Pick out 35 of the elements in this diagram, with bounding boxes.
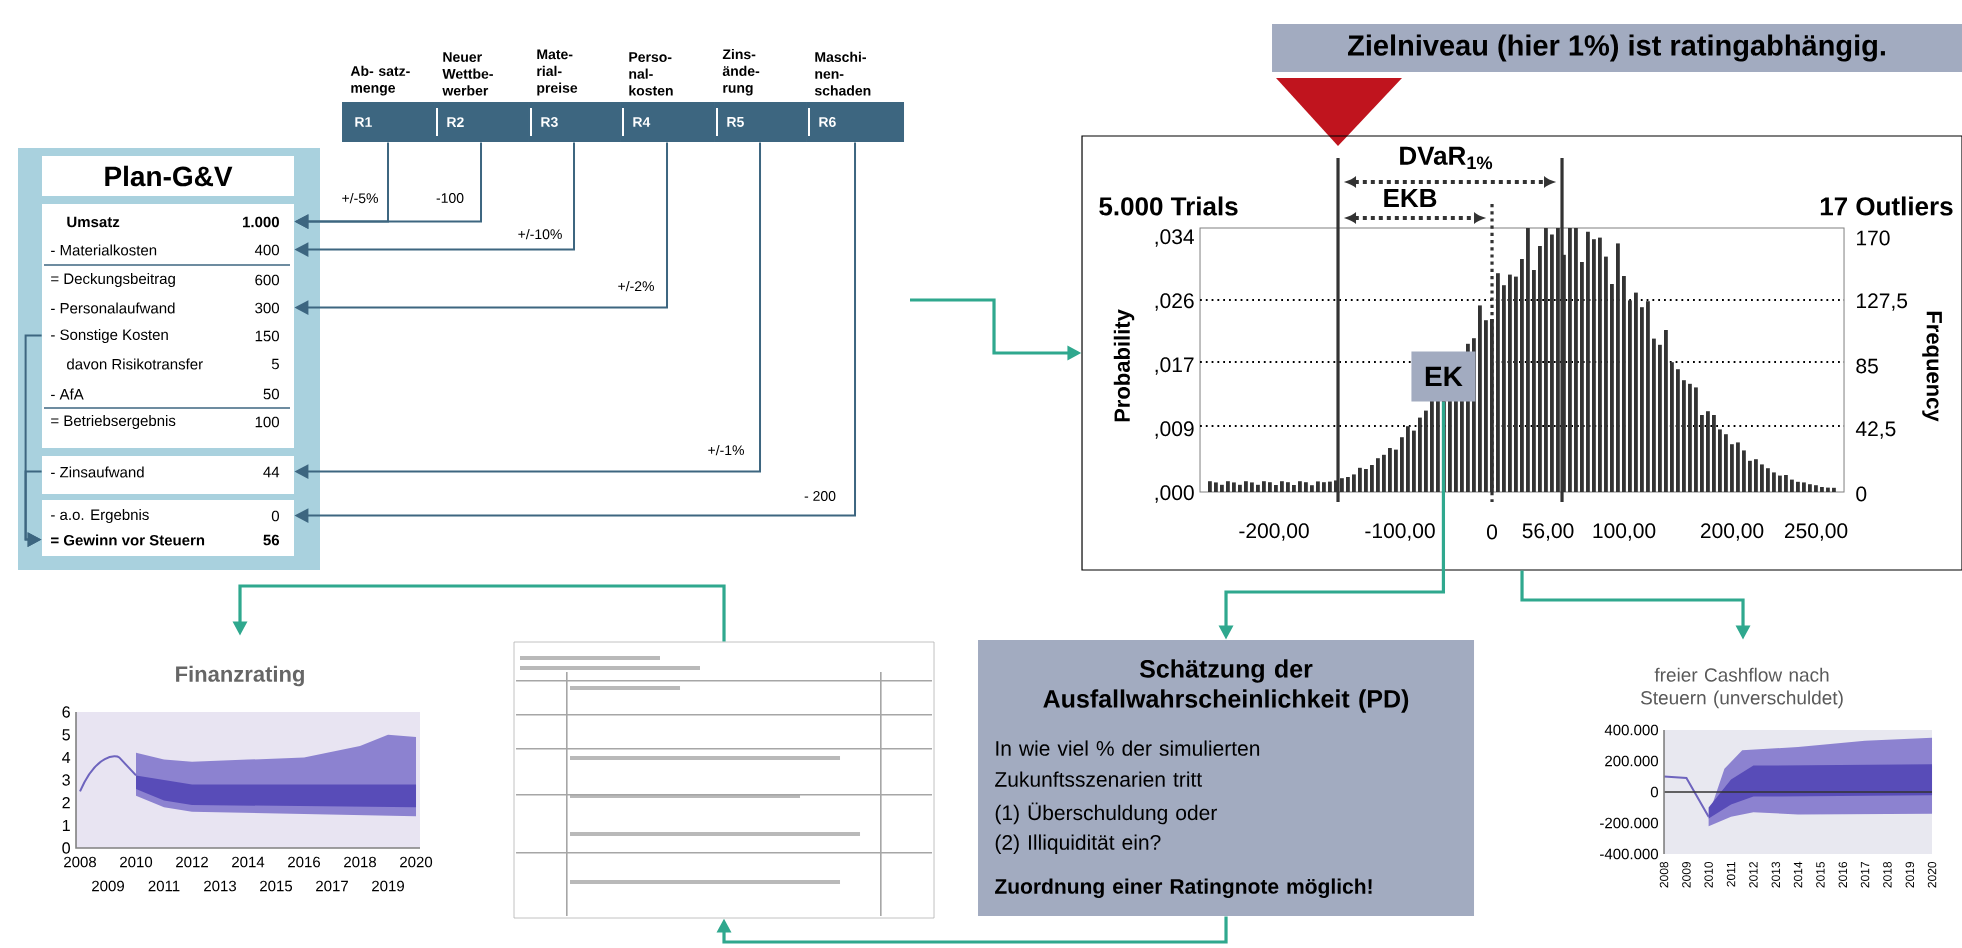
banner: Zielniveau (hier 1%) ist ratingabhängig. [1272, 24, 1962, 72]
tick-label: 250,00 [1785, 523, 1848, 541]
dimension-label: DVaR$_{1%}$ [1397, 145, 1495, 171]
tick-label: ,034 [1155, 229, 1194, 247]
panel-title: Plan-G&V [42, 156, 294, 196]
tick-label: 56,00 [1522, 523, 1574, 541]
arrow [24, 470, 43, 547]
arrow [716, 916, 1228, 944]
info-box: Schätzung der Ausfallwahrscheinlichkeit (PD) In wie viel % der simulierten Zukunftsszenarien tritt (1) Überschuldung oder (2) Illiquidität ein? Zuordnung einer Ratingnote möglich! [978, 640, 1475, 916]
tick-label: ,017 [1155, 357, 1194, 375]
tick-label: 127,5 [1857, 293, 1908, 311]
tick-label: 0 [62, 842, 70, 854]
tick-label: 42,5 [1855, 421, 1896, 439]
tick-label: 85 [1856, 358, 1878, 374]
tick-label: 0 [1487, 524, 1498, 540]
axis-title: Frequency [1922, 311, 1942, 422]
tick-label: ,000 [1155, 485, 1194, 503]
tick-label: 170 [1857, 230, 1890, 246]
node-label: Finanzrating [176, 665, 304, 687]
dimension-label: EKB [1381, 188, 1439, 208]
tick-label: 0 [1856, 486, 1867, 502]
chart-drawing: Finanzrating [75, 665, 421, 849]
picture [513, 641, 935, 919]
chart-caption: 5.000 Trials [1099, 196, 1238, 216]
tick-label: 100,00 [1593, 523, 1656, 541]
tick-label: ,026 [1155, 293, 1194, 311]
tick-label: -100,00 [1365, 523, 1435, 541]
node-label: freier Cashflow nach Steuern (unverschuldet) [1640, 667, 1843, 709]
chart-caption: 17 Outliers [1820, 196, 1953, 216]
axis-title: Probability [1113, 309, 1135, 422]
tick-label: 200,00 [1701, 523, 1764, 541]
ek-box: EK [1411, 351, 1476, 402]
tick-label: 6 [62, 706, 70, 718]
tick-label: -200,00 [1239, 523, 1309, 541]
tick-label: ,009 [1155, 421, 1194, 439]
